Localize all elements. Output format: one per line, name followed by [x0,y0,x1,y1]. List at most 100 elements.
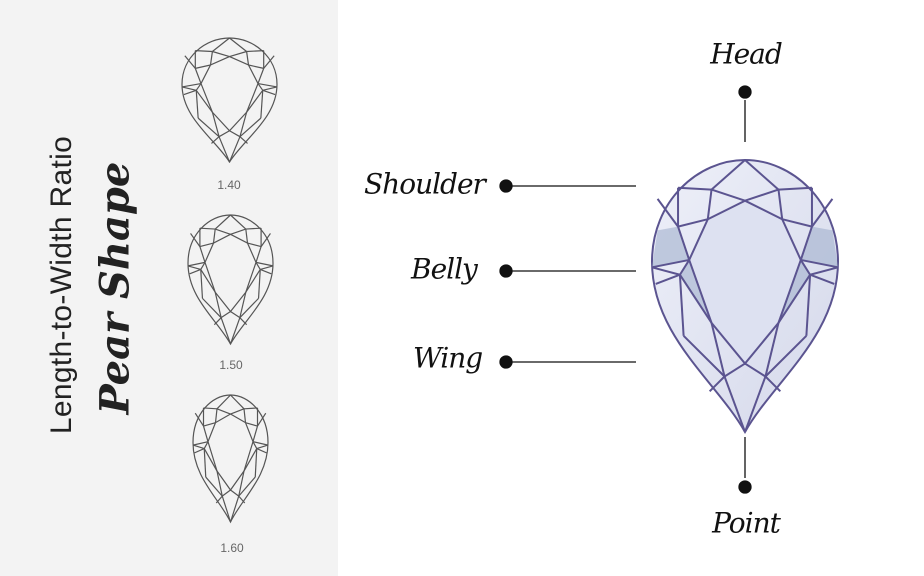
facet-line [724,362,746,378]
facet-line [764,322,780,377]
facet-line [195,50,213,53]
facet-line [203,448,218,472]
ratio-panel [0,0,338,576]
shaded-facet [679,259,712,323]
facet-line [194,68,202,84]
facet-line [744,362,766,378]
facet-line [238,476,256,497]
facet-line [255,262,261,270]
facet-line [190,233,201,247]
facet-line [256,444,269,450]
pear-sketch-160 [192,394,269,524]
facet-line [677,218,709,228]
facet-line [212,37,230,52]
facet-line [230,408,245,415]
facet-line [215,228,231,235]
facet-line [181,82,202,88]
facet-line [245,227,262,230]
facet-line [203,422,216,427]
facet-line [651,258,690,269]
facet-line [216,394,231,410]
facet-line [216,470,223,497]
facet-line [257,269,261,299]
facet-line [256,448,267,454]
facet-line [679,274,713,324]
facet-line [220,311,231,319]
shaded-facet [778,259,811,323]
facet-line [203,448,207,478]
pear-diagram [650,158,840,435]
facet-line [262,89,276,96]
facet-line [708,375,726,393]
facet-line [706,189,713,220]
facet-line [805,274,812,336]
facet-line [230,214,247,230]
facet-line [257,68,265,84]
facet-line [744,376,767,433]
facet-line [257,82,278,88]
facet-line [248,64,264,69]
facet-line [710,159,746,191]
facet-line [195,90,199,119]
facet-line [677,186,712,191]
facet-line [260,268,272,275]
facet-line [799,259,811,276]
facet-line [239,117,262,138]
facet-line [656,198,679,228]
facet-line [239,297,259,319]
facet-line [220,317,232,345]
facet-line [781,218,813,228]
facet-line [799,226,813,261]
facet-line [203,407,218,410]
facet-line [200,262,206,270]
facet-line [197,117,220,138]
facet-line [221,495,232,523]
facet-line [246,89,264,113]
facet-line [194,412,205,427]
facet-line [245,422,258,427]
facet-line [260,265,274,270]
facet-line [218,136,231,163]
pear-sketch-140 [181,37,278,164]
table-facet [207,413,254,492]
facet-line [213,317,222,326]
facet-line [214,408,218,423]
label-head: Head [710,37,783,71]
facet-line [262,86,278,91]
facet-line [809,266,839,276]
facet-line [195,89,213,113]
facet-line [679,259,691,276]
ratio-label: 1.40 [217,178,241,192]
facet-line [800,258,839,269]
facet-line [246,50,264,53]
facet-line [651,266,681,276]
facet-line [230,394,245,410]
facet-line [203,441,209,449]
facet-line [218,130,230,138]
facet-line [239,317,248,326]
facet-line [255,246,262,263]
facet-line [243,407,258,410]
facet-line [245,269,261,293]
point-dot [738,480,752,494]
facet-line [216,408,231,415]
facet-line [238,495,246,504]
facet-line [202,425,209,442]
label-shoulder: Shoulder [364,167,486,201]
facet-line [678,274,685,336]
belly-dot [499,264,513,278]
ratio-label: 1.50 [219,358,243,372]
facet-line [230,489,240,497]
facet-line [252,425,259,442]
facet-line [189,268,201,275]
facet-line [677,226,691,261]
label-point: Point [712,506,781,540]
facet-line [711,188,746,202]
facet-line [211,136,220,144]
facet-line [215,495,223,504]
facet-line [764,335,808,378]
facet-line [214,292,222,318]
facet-line [243,448,258,472]
facet-line [230,228,246,235]
